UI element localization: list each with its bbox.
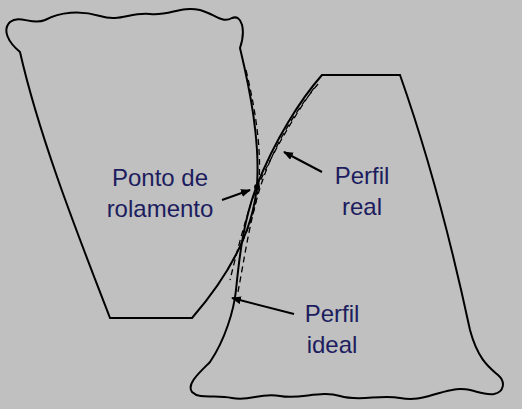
rolling-point [254, 184, 260, 190]
ideal-profile-line [230, 88, 314, 280]
real-profile-label: Perfil real [320, 160, 404, 222]
leader-arrow [232, 298, 294, 314]
leader-arrow [222, 190, 250, 200]
left-gear-tooth [6, 9, 257, 318]
right-gear-tooth [191, 75, 503, 399]
ideal-profile-line [238, 84, 318, 292]
ideal-profile-line [226, 70, 260, 272]
leader-arrow [284, 152, 322, 172]
ideal-profile-label: Perfil ideal [290, 298, 374, 360]
rolling-point-label: Ponto de rolamento [94, 162, 226, 224]
